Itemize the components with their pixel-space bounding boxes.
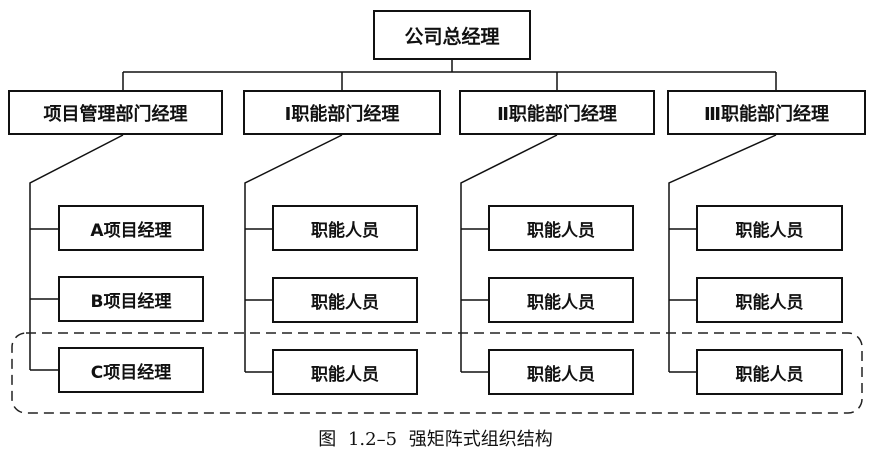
department-head-label: Ⅲ职能部门经理 <box>703 103 829 125</box>
project-manager-label: B项目经理 <box>90 291 172 312</box>
project-manager-box: B项目经理 <box>58 276 204 322</box>
department-head-box: 项目管理部门经理 <box>8 90 223 135</box>
department-head-label: Ⅰ职能部门经理 <box>284 103 400 125</box>
functional-staff-box: 职能人员 <box>696 349 843 395</box>
connector-line <box>244 134 343 372</box>
functional-staff-label: 职能人员 <box>527 364 595 385</box>
connector-line <box>668 134 777 372</box>
functional-staff-label: 职能人员 <box>735 364 804 385</box>
department-head-box: Ⅱ职能部门经理 <box>459 90 655 135</box>
functional-staff-box: 职能人员 <box>488 349 634 395</box>
project-manager-box: C项目经理 <box>58 347 204 393</box>
functional-staff-box: 职能人员 <box>488 205 634 251</box>
functional-staff-box: 职能人员 <box>272 205 418 251</box>
functional-staff-label: 职能人员 <box>311 220 379 241</box>
connector-line <box>29 134 124 370</box>
department-head-label: Ⅱ职能部门经理 <box>497 103 617 125</box>
functional-staff-label: 职能人员 <box>527 220 595 241</box>
functional-staff-label: 职能人员 <box>527 292 595 313</box>
functional-staff-box: 职能人员 <box>272 349 418 395</box>
functional-staff-box: 职能人员 <box>696 205 843 251</box>
functional-staff-box: 职能人员 <box>272 277 418 323</box>
general-manager-box: 公司总经理 <box>373 10 531 60</box>
project-manager-label: C项目经理 <box>90 362 172 383</box>
functional-staff-box: 职能人员 <box>488 277 634 323</box>
functional-staff-label: 职能人员 <box>311 292 379 313</box>
project-c-dashed-outline <box>11 332 863 414</box>
general-manager-label: 公司总经理 <box>404 25 500 48</box>
department-head-box: Ⅰ职能部门经理 <box>243 90 441 135</box>
connector-line <box>460 134 558 372</box>
functional-staff-box: 职能人员 <box>696 277 843 323</box>
project-manager-label: A项目经理 <box>90 220 172 241</box>
department-head-label: 项目管理部门经理 <box>43 103 188 125</box>
functional-staff-label: 职能人员 <box>735 292 804 313</box>
department-head-box: Ⅲ职能部门经理 <box>667 90 866 135</box>
functional-staff-label: 职能人员 <box>735 220 804 241</box>
functional-staff-label: 职能人员 <box>311 364 379 385</box>
figure-caption: 图 1.2–5 强矩阵式组织结构 <box>318 429 553 450</box>
project-manager-box: A项目经理 <box>58 205 204 251</box>
